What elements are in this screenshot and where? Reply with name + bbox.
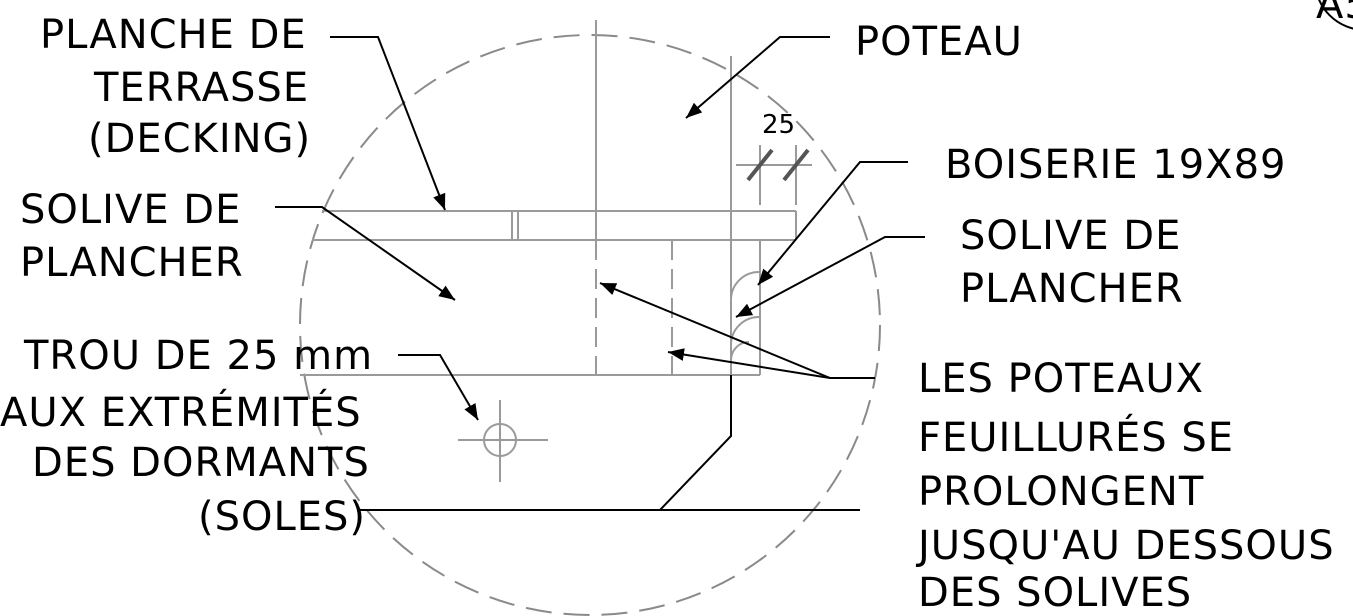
hole-symbol: [458, 400, 548, 482]
detail-tag: A5: [1316, 0, 1353, 30]
svg-text:FEUILLURÉS SE: FEUILLURÉS SE: [918, 413, 1234, 461]
label-solive-left: SOLIVE DE PLANCHER: [20, 187, 244, 286]
label-solive-right: SOLIVE DE PLANCHER: [960, 213, 1184, 312]
post: [595, 20, 732, 375]
svg-text:DES SOLIVES: DES SOLIVES: [918, 570, 1192, 616]
svg-text:TROU DE 25 mm: TROU DE 25 mm: [23, 333, 373, 379]
svg-text:PROLONGENT: PROLONGENT: [918, 469, 1204, 515]
label-poteaux: LES POTEAUX FEUILLURÉS SE PROLONGENT JUS…: [915, 356, 1335, 616]
svg-text:DES DORMANTS: DES DORMANTS: [32, 440, 370, 486]
svg-text:JUSQU'AU DESSOUS: JUSQU'AU DESSOUS: [915, 523, 1335, 569]
label-boiserie: BOISERIE 19X89: [945, 142, 1286, 188]
svg-text:PLANCHER: PLANCHER: [20, 240, 244, 286]
detail-boundary-circle: [299, 34, 881, 616]
svg-text:(DECKING): (DECKING): [88, 116, 311, 162]
label-trou: TROU DE 25 mm AUX EXTRÉMITÉS DES DORMANT…: [0, 333, 373, 540]
svg-text:TERRASSE: TERRASSE: [93, 65, 309, 111]
label-poteau: POTEAU: [855, 19, 1023, 65]
svg-text:SOLIVE DE: SOLIVE DE: [960, 213, 1181, 259]
svg-text:(SOLES): (SOLES): [198, 494, 366, 540]
leaders: [275, 36, 925, 421]
label-planche-terrasse: PLANCHE DE TERRASSE (DECKING): [40, 12, 311, 162]
dimension-text: 25: [762, 110, 795, 140]
detail-tag-text: A5: [1316, 0, 1353, 28]
svg-text:PLANCHER: PLANCHER: [960, 266, 1184, 312]
svg-text:LES POTEAUX: LES POTEAUX: [918, 356, 1204, 402]
svg-text:AUX EXTRÉMITÉS: AUX EXTRÉMITÉS: [0, 388, 362, 436]
joist: [300, 240, 761, 376]
svg-text:SOLIVE DE: SOLIVE DE: [20, 187, 241, 233]
sill-plate-lines: [360, 375, 860, 511]
deck-boards: [312, 210, 797, 241]
dimension-25: 25: [736, 110, 812, 205]
svg-text:PLANCHE DE: PLANCHE DE: [40, 12, 307, 58]
